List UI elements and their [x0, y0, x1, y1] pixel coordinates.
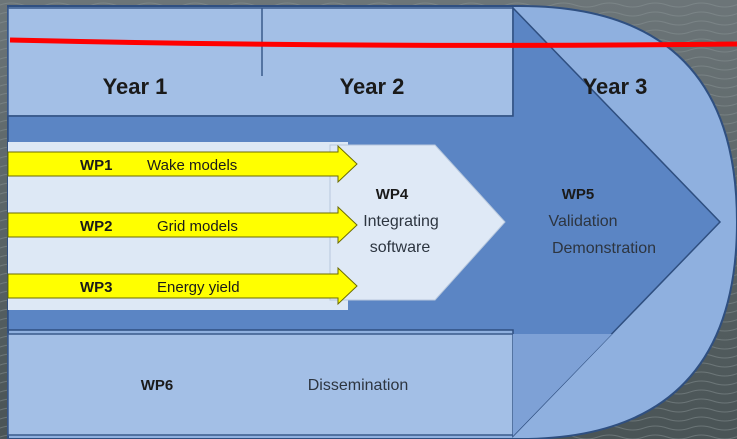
wp5-line1: Validation — [548, 213, 617, 230]
wp2-title: Grid models — [157, 218, 238, 235]
wp4-line1: Integrating — [363, 213, 439, 230]
year-2-label: Year 2 — [340, 74, 405, 99]
wp5-code: WP5 — [562, 186, 595, 203]
wp1-arrow — [7, 144, 358, 184]
wp1-code: WP1 — [80, 157, 113, 174]
wp6-code: WP6 — [141, 377, 174, 394]
wp3-arrow — [7, 266, 358, 306]
year-header-band — [7, 7, 514, 117]
wp4-code: WP4 — [376, 186, 409, 203]
dissemination-band — [7, 333, 514, 436]
wp2-arrow — [7, 205, 358, 245]
red-line — [9, 37, 737, 48]
year-3-label: Year 3 — [583, 74, 648, 99]
year-1-label: Year 1 — [103, 74, 168, 99]
wp6-title: Dissemination — [308, 377, 408, 394]
dissemination-corner — [513, 334, 612, 436]
wp4-line2: software — [370, 239, 431, 256]
wp3-title: Energy yield — [157, 279, 240, 296]
wp2-code: WP2 — [80, 218, 113, 235]
wp1-title: Wake models — [147, 157, 237, 174]
wp3-code: WP3 — [80, 279, 113, 296]
wp5-line2: Demonstration — [552, 240, 656, 257]
